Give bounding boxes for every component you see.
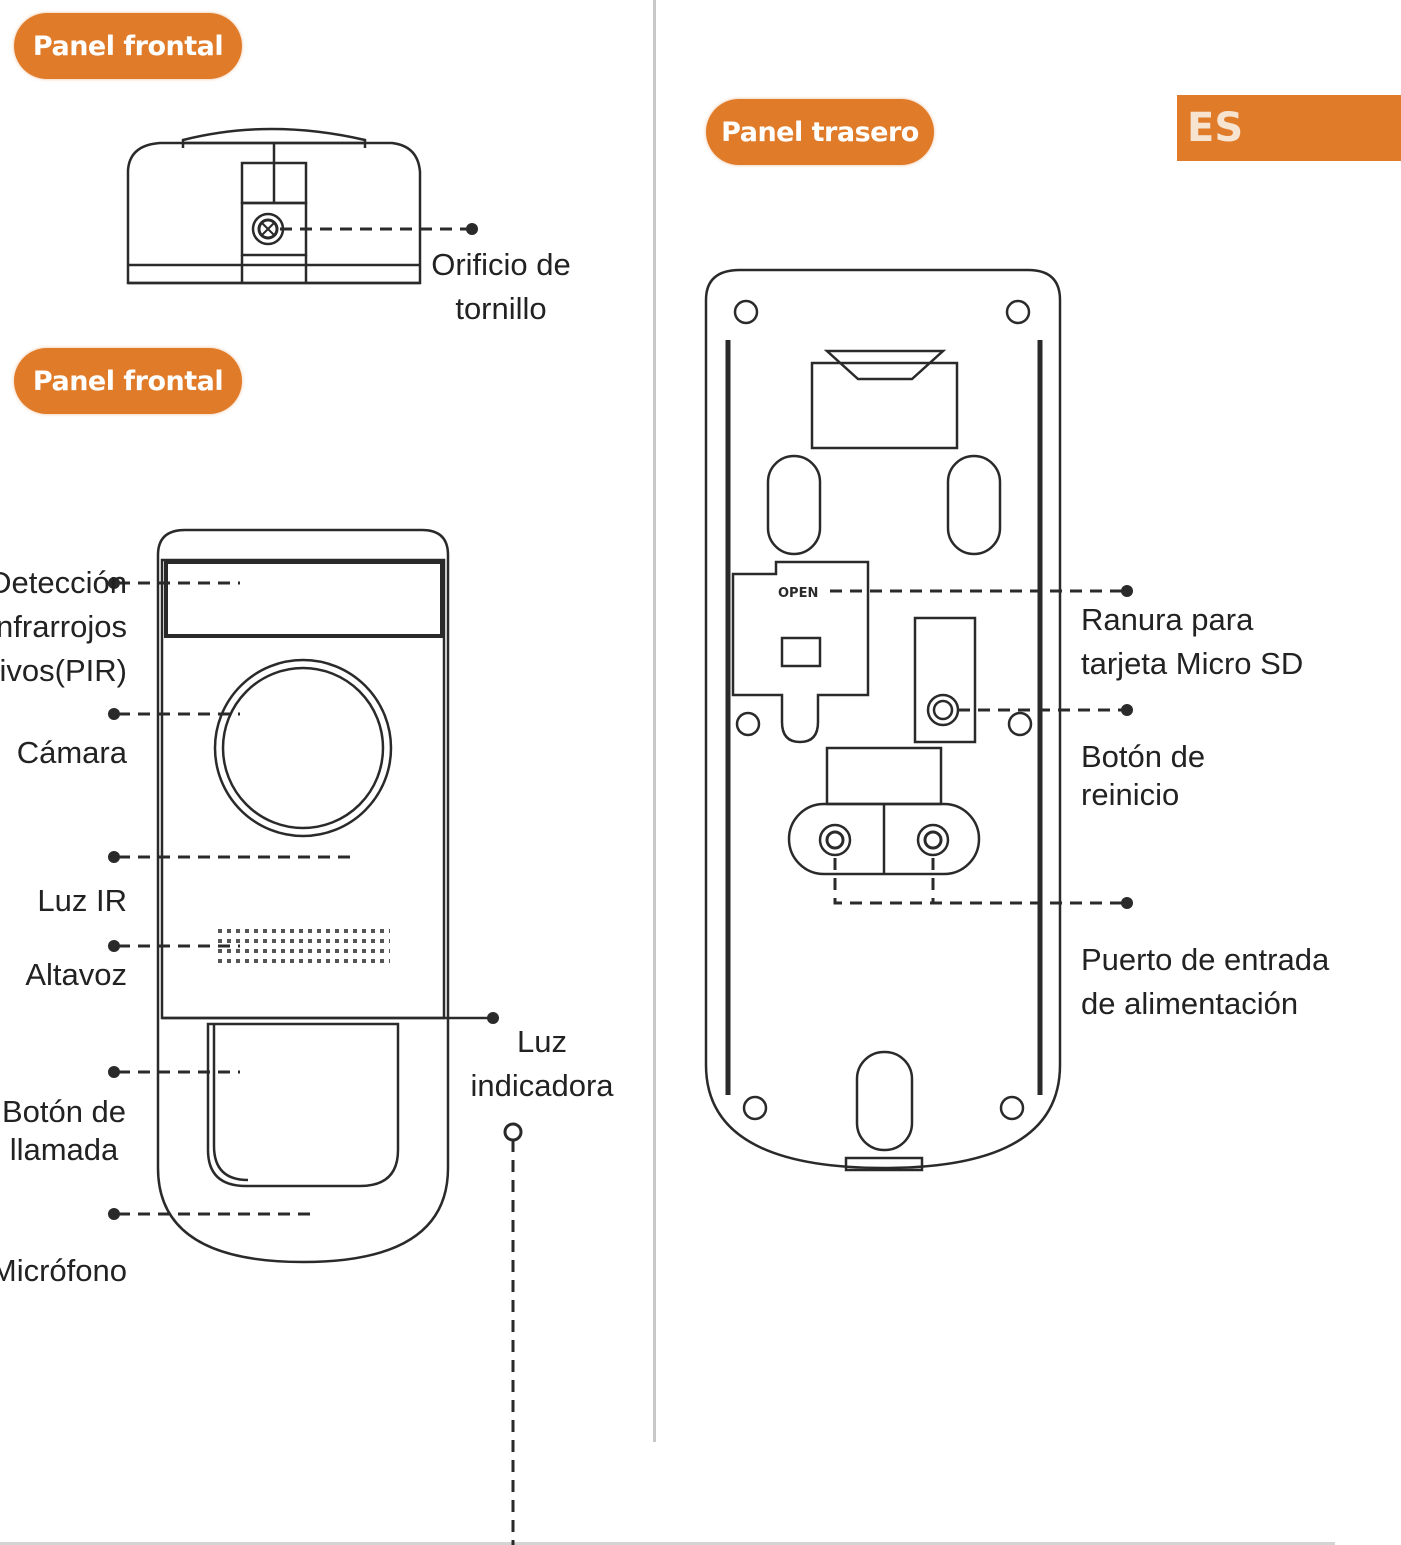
indicator-leader-dot bbox=[503, 1122, 523, 1142]
back-view-device bbox=[704, 268, 1062, 1172]
label-speaker: Altavoz bbox=[25, 957, 127, 992]
label-indicator: Luz indicadora bbox=[470, 1024, 614, 1103]
front-view-device bbox=[156, 528, 450, 1264]
top-view-device bbox=[126, 127, 422, 285]
leader-dots bbox=[108, 223, 1133, 1220]
label-pir: Detección de infrarrojos pasivos(PIR) bbox=[0, 565, 127, 688]
label-ir-light: Luz IR bbox=[37, 883, 127, 918]
label-call-button: Botón de llamada bbox=[1, 1094, 127, 1167]
back-panel-header: Panel trasero bbox=[706, 99, 934, 165]
open-mark: OPEN bbox=[778, 586, 818, 601]
label-screw-hole: Orificio de tornillo bbox=[431, 247, 571, 326]
label-microphone: Micrófono bbox=[0, 1253, 127, 1288]
label-reset-button: Botón de reinicio bbox=[1081, 739, 1206, 812]
speaker-grille bbox=[218, 929, 390, 963]
column-divider bbox=[653, 0, 656, 1442]
language-badge: ES bbox=[1177, 95, 1401, 161]
front-panel-header-bottom: Panel frontal bbox=[14, 348, 242, 414]
leader-lines bbox=[118, 227, 1125, 1545]
label-sd-slot: Ranura para tarjeta Micro SD bbox=[1081, 602, 1304, 681]
front-panel-header-top: Panel frontal bbox=[14, 13, 242, 79]
label-power-port: Puerto de entrada de alimentación bbox=[1081, 942, 1330, 1021]
label-camera: Cámara bbox=[16, 735, 127, 770]
bottom-rule bbox=[0, 1542, 1335, 1545]
